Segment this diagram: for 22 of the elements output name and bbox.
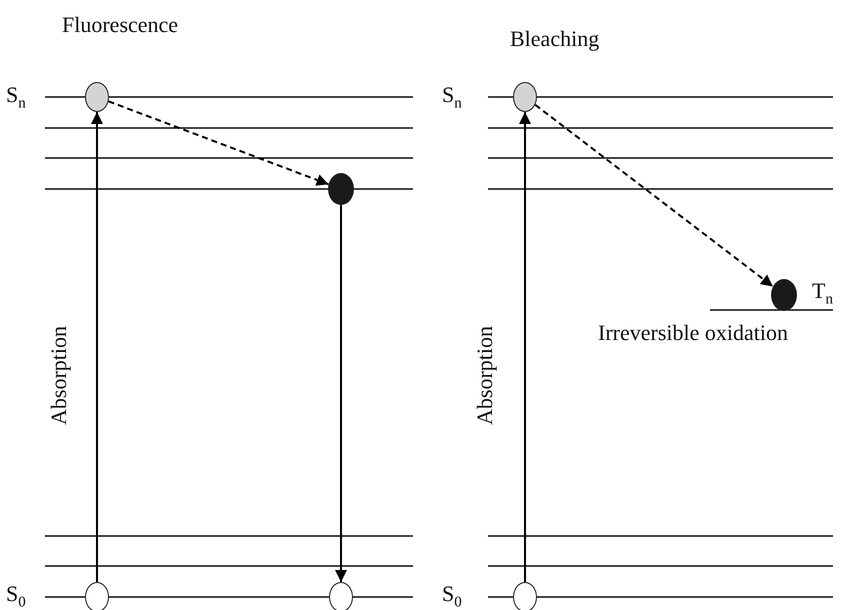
edge-label: Absorption (48, 326, 70, 425)
arrow (335, 205, 347, 582)
arrow (91, 112, 103, 582)
dashed-arrow (534, 104, 774, 288)
edge-label: Absorption (474, 326, 496, 425)
state-dot (771, 279, 797, 311)
state-dot (328, 173, 354, 205)
state-dot (513, 82, 537, 112)
arrow (519, 112, 531, 582)
state-label: S$_{n}$ (442, 84, 462, 112)
state-dot (85, 582, 109, 610)
state-dot (85, 82, 109, 112)
panel-title: Bleaching (510, 28, 600, 50)
state-label: T$_{n}$ (812, 280, 833, 308)
state-label: Irreversible oxidation (598, 322, 788, 344)
dashed-arrow (108, 100, 329, 186)
state-dot (513, 582, 537, 610)
panel-title: Fluorescence (62, 14, 178, 36)
state-label: S$_{0}$ (6, 583, 26, 610)
state-label: S$_{0}$ (442, 583, 462, 610)
state-dot (329, 582, 353, 610)
state-label: S$_{n}$ (6, 84, 26, 112)
